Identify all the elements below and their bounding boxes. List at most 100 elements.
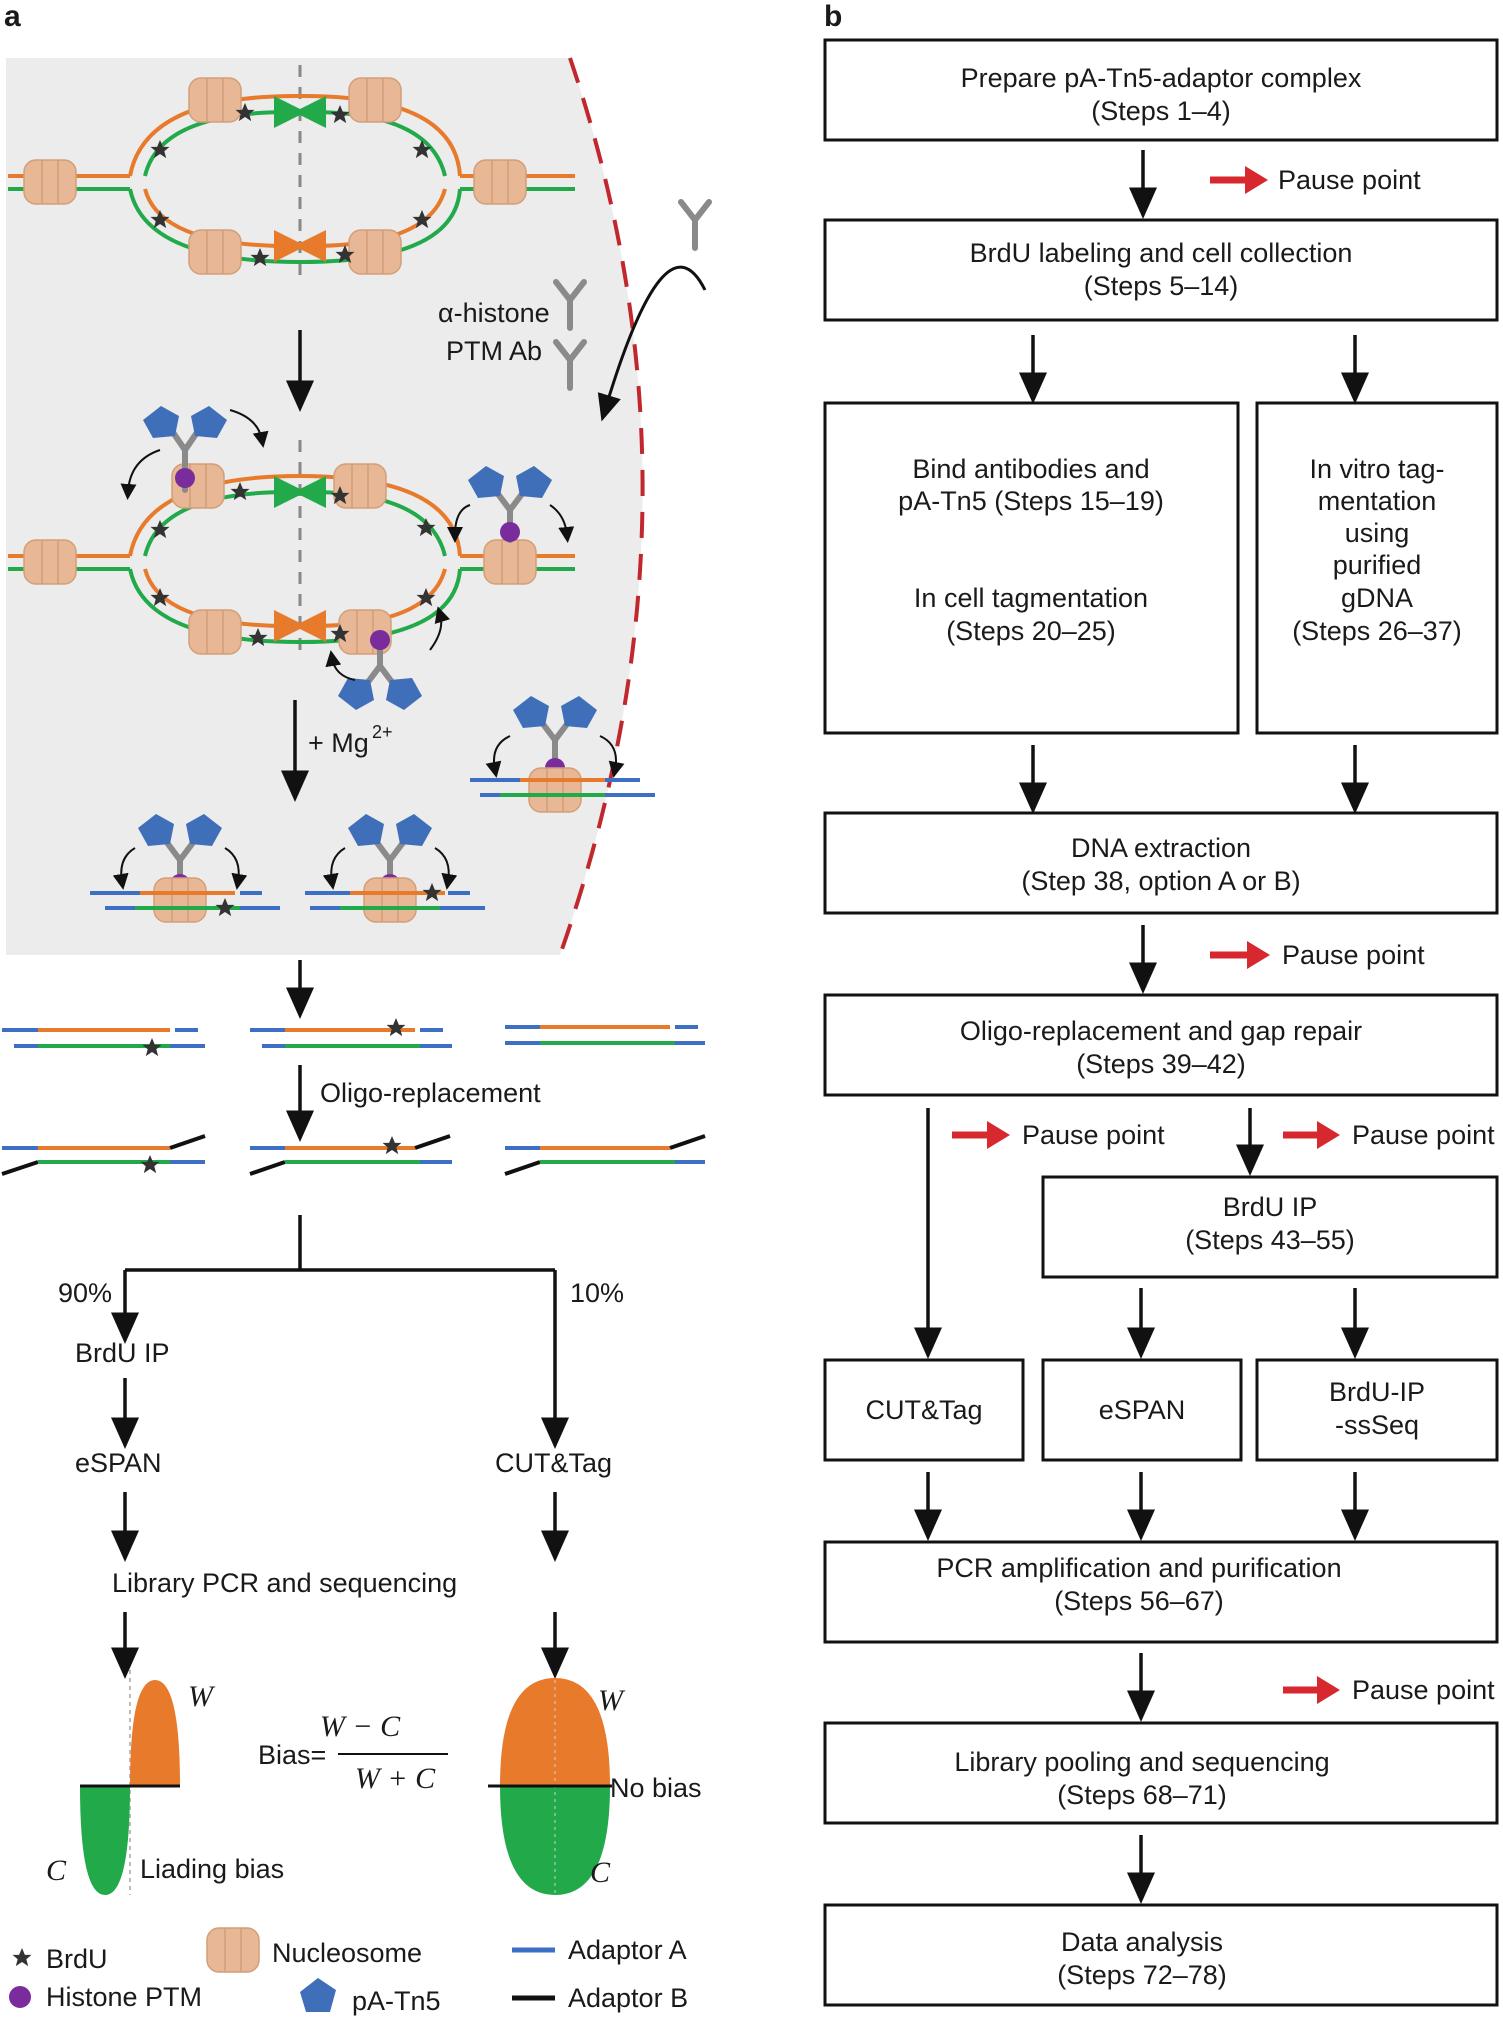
step-box-cuttag [823, 1358, 1025, 1462]
pause-label-4: Pause point [1352, 1120, 1495, 1150]
box4-line1: In vitro tag- [1309, 454, 1444, 484]
step-box-prepare [823, 38, 1499, 142]
box5-steps: (Step 38, option A or B) [1021, 866, 1300, 896]
library-label: Library PCR and sequencing [112, 1568, 457, 1598]
box10-line1: BrdU-IP [1329, 1377, 1425, 1407]
step-box-library-pooling [823, 1721, 1499, 1825]
step-box-brdu-ip [1041, 1175, 1499, 1279]
step-box-pcr [823, 1540, 1499, 1644]
bias-denominator: W + C [355, 1762, 436, 1795]
box3-line2: pA-Tn5 (Steps 15–19) [898, 486, 1164, 516]
pause-arrow-5 [1283, 1676, 1340, 1704]
box1-title: Prepare pA-Tn5-adaptor complex [961, 63, 1362, 93]
pause-arrow-3 [952, 1121, 1010, 1149]
pause-label-2: Pause point [1282, 940, 1425, 970]
replication-bubble-2 [8, 406, 575, 710]
antibody-label-2: PTM Ab [446, 336, 542, 366]
step-box-brdu-labeling [823, 218, 1499, 322]
brdu-ip-label: BrdU IP [75, 1338, 170, 1368]
legend-ptm: Histone PTM [46, 1982, 202, 2012]
box4-line4: purified [1333, 550, 1422, 580]
antibody-outside-icon [681, 202, 709, 248]
nobias-w-label: W [598, 1684, 626, 1717]
box2-steps: (Steps 5–14) [1084, 271, 1239, 301]
box4-line3: using [1345, 518, 1410, 548]
box8-label: CUT&Tag [865, 1395, 982, 1425]
split-right-pct: 10% [570, 1278, 624, 1308]
fragments-row-1 [2, 1018, 705, 1057]
replication-bubble-1 [8, 77, 575, 275]
box4-line5: gDNA [1341, 583, 1413, 613]
leading-w-label: W [188, 1680, 216, 1713]
no-bias-label: No bias [610, 1773, 702, 1803]
legend-adaptor-b: Adaptor B [568, 1983, 688, 2013]
oligo-label: Oligo-replacement [320, 1078, 541, 1108]
box13-steps: (Steps 72–78) [1057, 1960, 1227, 1990]
step-box-in-vitro [1255, 401, 1499, 735]
cell-membrane-dash [558, 57, 645, 956]
box4-line2: mentation [1318, 486, 1437, 516]
box5-title: DNA extraction [1071, 833, 1251, 863]
box6-steps: (Steps 39–42) [1076, 1049, 1246, 1079]
pause-arrow-1 [1210, 166, 1268, 194]
box9-label: eSPAN [1099, 1395, 1186, 1425]
legend-brdu: BrdU [46, 1944, 108, 1974]
box3-line1: Bind antibodies and [912, 454, 1149, 484]
box3-line4: (Steps 20–25) [946, 616, 1116, 646]
step-box-oligo-replacement [823, 993, 1499, 1097]
box6-title: Oligo-replacement and gap repair [960, 1016, 1362, 1046]
step-box-data-analysis [823, 1903, 1499, 2007]
pause-label-5: Pause point [1352, 1675, 1495, 1705]
pause-arrow-2 [1210, 941, 1270, 969]
split-tree [111, 1215, 569, 1449]
fragments-row-2 [1, 1134, 706, 1176]
antibody-entry-arrow [597, 265, 707, 422]
panel-a-letter: a [4, 0, 21, 33]
legend-nucleosome: Nucleosome [272, 1938, 422, 1968]
cell-background [6, 58, 643, 955]
box1-steps: (Steps 1–4) [1091, 96, 1231, 126]
pause-label-1: Pause point [1278, 165, 1421, 195]
box3-line3: In cell tagmentation [914, 583, 1148, 613]
no-bias-plot [488, 1678, 612, 1895]
box4-line6: (Steps 26–37) [1292, 616, 1462, 646]
pause-arrow-4 [1283, 1121, 1340, 1149]
nobias-c-label: C [590, 1856, 611, 1889]
legend-patn5-icon [300, 1978, 336, 2012]
legend-ptm-icon [9, 1986, 31, 2008]
tagmented-fragment-1 [90, 814, 280, 923]
step-box-dna-extraction [823, 811, 1499, 915]
box11-title: PCR amplification and purification [936, 1553, 1341, 1583]
legend-brdu-icon [12, 1948, 32, 1967]
step-box-brdu-ip-ssseq [1255, 1358, 1499, 1462]
antibody-label-1: α-histone [438, 298, 550, 328]
invitro-fragment [470, 696, 655, 813]
box7-steps: (Steps 43–55) [1185, 1225, 1355, 1255]
tagmented-fragment-2 [305, 814, 485, 923]
box12-title: Library pooling and sequencing [954, 1747, 1329, 1777]
box11-steps: (Steps 56–67) [1054, 1586, 1224, 1616]
box12-steps: (Steps 68–71) [1057, 1780, 1227, 1810]
legend: BrdU Histone PTM Nucleosome pA-Tn5 Adapt… [9, 1927, 688, 2016]
pause-label-3: Pause point [1022, 1120, 1165, 1150]
cuttag-label: CUT&Tag [495, 1448, 612, 1478]
panel-b-letter: b [824, 0, 842, 33]
leading-bias-label: Liading bias [140, 1854, 284, 1884]
box10-line2: -ssSeq [1335, 1410, 1419, 1440]
legend-patn5: pA-Tn5 [352, 1986, 441, 2016]
box7-title: BrdU IP [1223, 1192, 1318, 1222]
legend-adaptor-a: Adaptor A [568, 1935, 687, 1965]
split-left-pct: 90% [58, 1278, 112, 1308]
bias-prefix: Bias= [258, 1740, 326, 1770]
mg-superscript: 2+ [372, 722, 393, 742]
leading-bias-plot [80, 1670, 180, 1895]
espan-label: eSPAN [75, 1448, 162, 1478]
box13-title: Data analysis [1061, 1927, 1223, 1957]
mg-label: + Mg [308, 728, 369, 758]
leading-c-label: C [46, 1854, 67, 1887]
step-box-in-cell [823, 401, 1240, 735]
bias-numerator: W − C [320, 1710, 401, 1743]
box2-title: BrdU labeling and cell collection [970, 238, 1353, 268]
step-box-espan [1041, 1358, 1243, 1462]
